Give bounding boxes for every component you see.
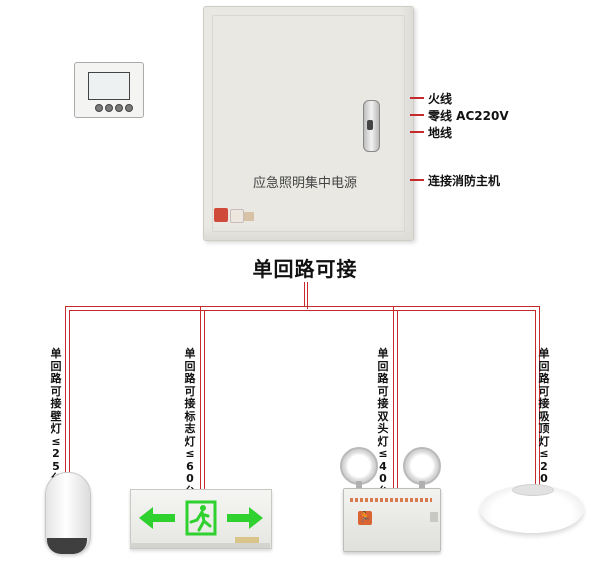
bus-wire: [69, 310, 536, 311]
cabinet-door-frame: [212, 15, 405, 232]
bus-wire: [65, 306, 540, 307]
lamp-head-right: [403, 447, 441, 485]
terminal-label-earth: 地线: [428, 126, 453, 140]
earth-wire: [410, 131, 424, 133]
test-switch: [430, 512, 438, 522]
neutral-wire: [410, 114, 424, 116]
branch-wire-1: [65, 306, 66, 474]
display-button: [115, 104, 123, 112]
display-button: [95, 104, 103, 112]
running-man-icon: 🏃: [358, 511, 372, 525]
display-button: [105, 104, 113, 112]
ceiling-lamp-mount: [512, 484, 554, 496]
warning-text-strip: [350, 498, 432, 502]
branch-wire-3: [397, 310, 398, 488]
lock-keyhole-icon: [367, 120, 373, 130]
trunk-wire: [307, 282, 308, 309]
lamp-head-stem: [356, 481, 362, 493]
cabinet-title: 应急照明集中电源: [252, 176, 357, 191]
arrow-left-icon: [139, 507, 175, 529]
live-wire: [410, 97, 424, 99]
label-sticker-icon: [244, 212, 254, 221]
label-sticker-icon: [230, 209, 244, 223]
branch-wire-3: [393, 306, 394, 488]
lamp-head-left: [340, 447, 378, 485]
exit-door-icon: [185, 500, 217, 536]
running-man-icon: [189, 505, 212, 532]
label-sticker-icon: [235, 537, 259, 544]
exit-sign-bottom-bar: [130, 543, 270, 548]
lcd-screen: [88, 72, 130, 100]
lamp-head-stem: [419, 481, 425, 493]
circuit-caption: 单回路可接: [252, 257, 358, 281]
branch-wire-1: [69, 310, 70, 474]
branch-wire-4: [535, 310, 536, 486]
power-cabinet: [203, 6, 414, 241]
arrow-right-icon: [227, 507, 263, 529]
display-button: [125, 104, 133, 112]
trunk-wire: [304, 282, 305, 306]
terminal-label-live: 火线: [428, 92, 453, 106]
fire-host-wire: [410, 179, 424, 181]
branch-wire-2: [200, 306, 201, 490]
branch-wire-4: [539, 306, 540, 486]
certification-badge-icon: [214, 208, 228, 222]
branch-wire-2: [204, 310, 205, 490]
wall-lamp-base: [47, 538, 87, 554]
exit-sign-fixture: [130, 489, 272, 549]
terminal-label-neutral: 零线 AC220V: [428, 109, 509, 123]
fire-host-label: 连接消防主机: [428, 174, 501, 188]
